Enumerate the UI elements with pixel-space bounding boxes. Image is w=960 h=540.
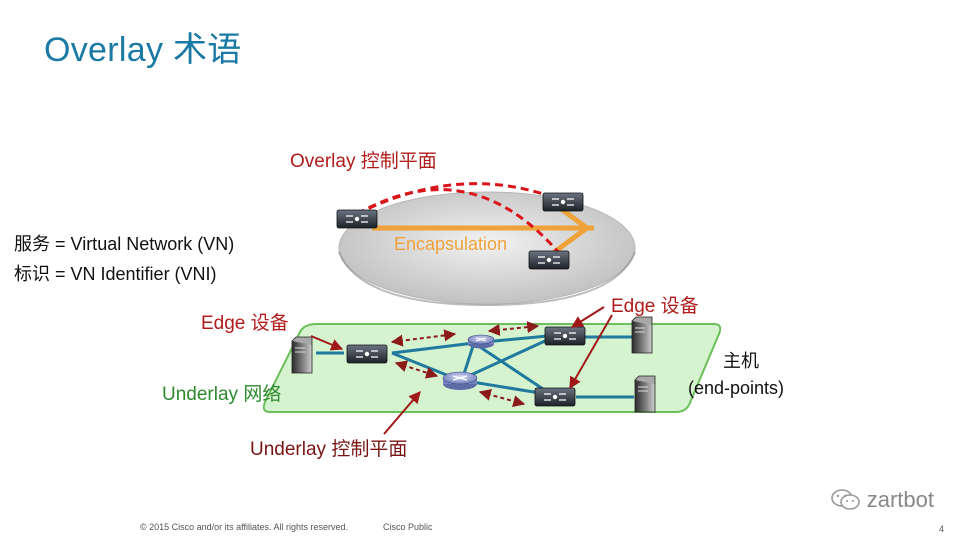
router-icon	[442, 371, 478, 391]
wechat-icon	[830, 489, 860, 510]
server-icon	[291, 336, 313, 374]
switch-icon	[542, 192, 584, 212]
overlay-cp-arc-2	[356, 188, 562, 255]
server-icon	[634, 375, 656, 413]
switch-icon	[544, 326, 586, 346]
router-icon	[467, 334, 495, 350]
watermark: zartbot	[830, 487, 934, 513]
watermark-text: zartbot	[866, 487, 934, 512]
endpoints-label: (end-points)	[688, 378, 785, 398]
switch-icon	[528, 250, 570, 270]
callout-arrows	[310, 306, 613, 435]
edge-device-label-left: Edge 设备	[201, 313, 289, 334]
page-number: 4	[938, 524, 944, 534]
page-title: Overlay 术语	[44, 31, 242, 69]
underlay-control-plane-label: Underlay 控制平面	[250, 439, 408, 460]
switch-icon	[346, 344, 388, 364]
edge-device-label-right: Edge 设备	[611, 296, 699, 317]
underlay-network-label: Underlay 网络	[162, 384, 282, 405]
classification-text: Cisco Public	[383, 522, 433, 532]
host-label: 主机	[723, 351, 759, 371]
copyright-text: © 2015 Cisco and/or its affiliates. All …	[140, 522, 349, 532]
server-icon	[631, 316, 653, 354]
switch-icon	[534, 387, 576, 407]
underlay-cp-arrows	[390, 321, 540, 407]
overlay-control-plane-label: Overlay 控制平面	[290, 151, 437, 172]
encapsulation-label: Encapsulation	[394, 234, 508, 254]
vn-identifier-label: 标识 = VN Identifier (VNI)	[14, 264, 217, 284]
vn-service-label: 服务 = Virtual Network (VN)	[14, 234, 235, 254]
switch-icon	[336, 209, 378, 229]
